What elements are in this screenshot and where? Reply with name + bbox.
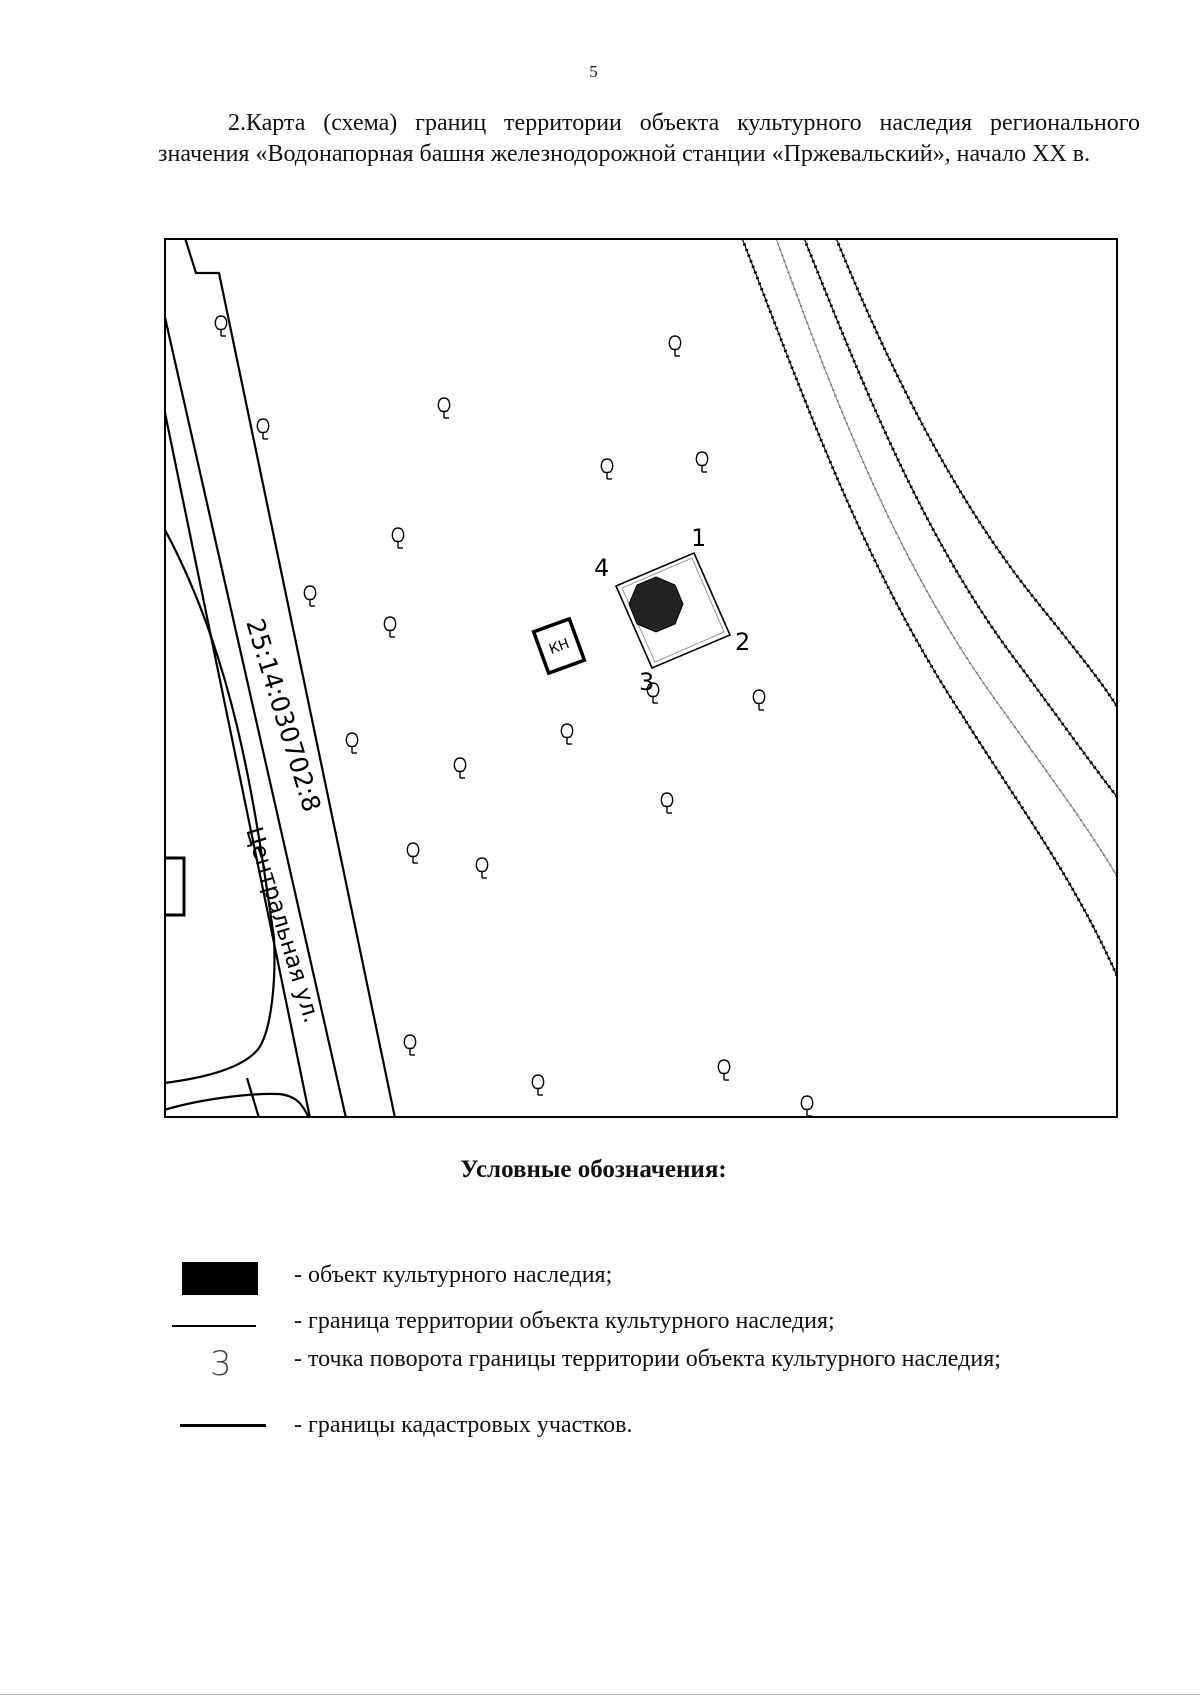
- heritage-territory-boundary: [614, 551, 732, 670]
- boundary-map: КН 1 2 3 4 25:14:030702:8 Центральная ул…: [164, 238, 1118, 1118]
- heading-number: 2.: [228, 110, 246, 136]
- point-label-2: 2: [735, 628, 750, 656]
- page-number: 5: [589, 62, 598, 81]
- railway-tracks: [740, 238, 1118, 979]
- map-frame: [164, 238, 1118, 1118]
- heading-paragraph: 2. Карта (схема) границ территории объек…: [158, 108, 1140, 170]
- legend-title: Условные обозначения:: [460, 1156, 727, 1183]
- kn-label: КН: [547, 636, 572, 658]
- legend-text: - граница территории объекта культурного…: [294, 1308, 835, 1334]
- legend-text: - объект культурного наследия;: [294, 1262, 613, 1288]
- point-label-1: 1: [691, 524, 706, 552]
- map-svg: КН 1 2 3 4 25:14:030702:8 Центральная ул…: [164, 238, 1118, 1118]
- point-label-4: 4: [594, 554, 609, 582]
- heritage-territory-boundary-inner: [621, 557, 725, 663]
- heading-text: Карта (схема) границ территории объекта …: [158, 110, 1141, 167]
- legend-text: - точка поворота границы территории объе…: [294, 1346, 1001, 1372]
- water-tower-object: [628, 576, 684, 633]
- legend-text: - границы кадастровых участков.: [294, 1412, 633, 1438]
- kn-marker: КН: [531, 616, 587, 676]
- map-heading: 2. Карта (схема) границ территории объек…: [158, 108, 1140, 170]
- page-bottom-edge: [0, 1694, 1200, 1695]
- point-label-3: 3: [639, 668, 654, 696]
- road-lines: [164, 238, 397, 1118]
